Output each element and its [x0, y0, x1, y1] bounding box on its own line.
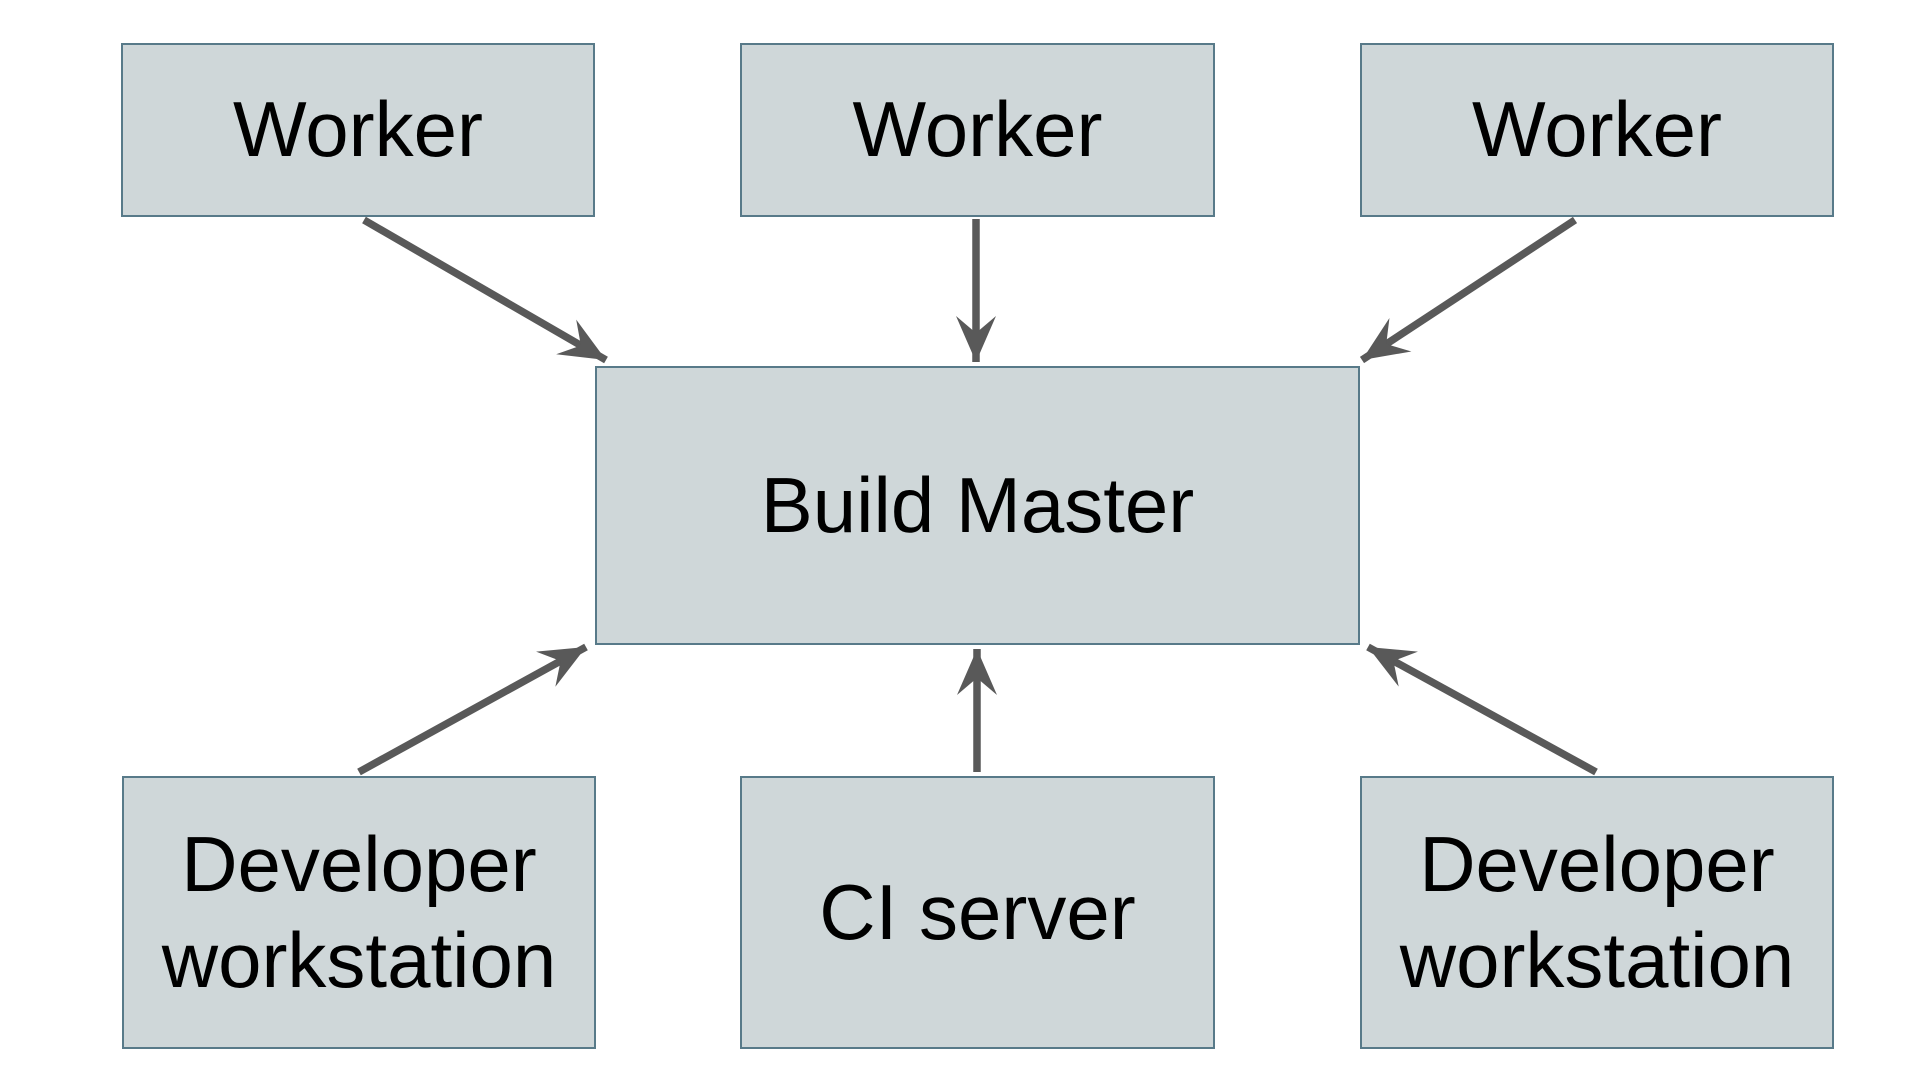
arrow-developer-workstation-left-to-build-master — [357, 643, 588, 776]
arrow-worker-3-to-build-master — [1359, 216, 1578, 364]
node-worker-1-label: Worker — [233, 85, 483, 174]
node-worker-2: Worker — [740, 43, 1215, 217]
node-developer-workstation-right: Developer workstation — [1360, 776, 1834, 1049]
node-worker-1: Worker — [121, 43, 595, 217]
node-worker-3-label: Worker — [1472, 85, 1722, 174]
node-developer-workstation-left: Developer workstation — [122, 776, 596, 1049]
node-worker-3: Worker — [1360, 43, 1834, 217]
arrow-developer-workstation-right-to-build-master — [1366, 643, 1598, 776]
node-worker-2-label: Worker — [852, 85, 1103, 174]
node-developer-workstation-left-label: Developer workstation — [161, 820, 557, 1004]
node-build-master-label: Build Master — [760, 460, 1195, 549]
node-build-master: Build Master — [595, 366, 1360, 645]
node-ci-server: CI server — [740, 776, 1215, 1049]
node-ci-server-label: CI server — [819, 867, 1136, 956]
node-developer-workstation-right-label: Developer workstation — [1399, 820, 1795, 1004]
arrow-worker-1-to-build-master — [362, 216, 608, 364]
